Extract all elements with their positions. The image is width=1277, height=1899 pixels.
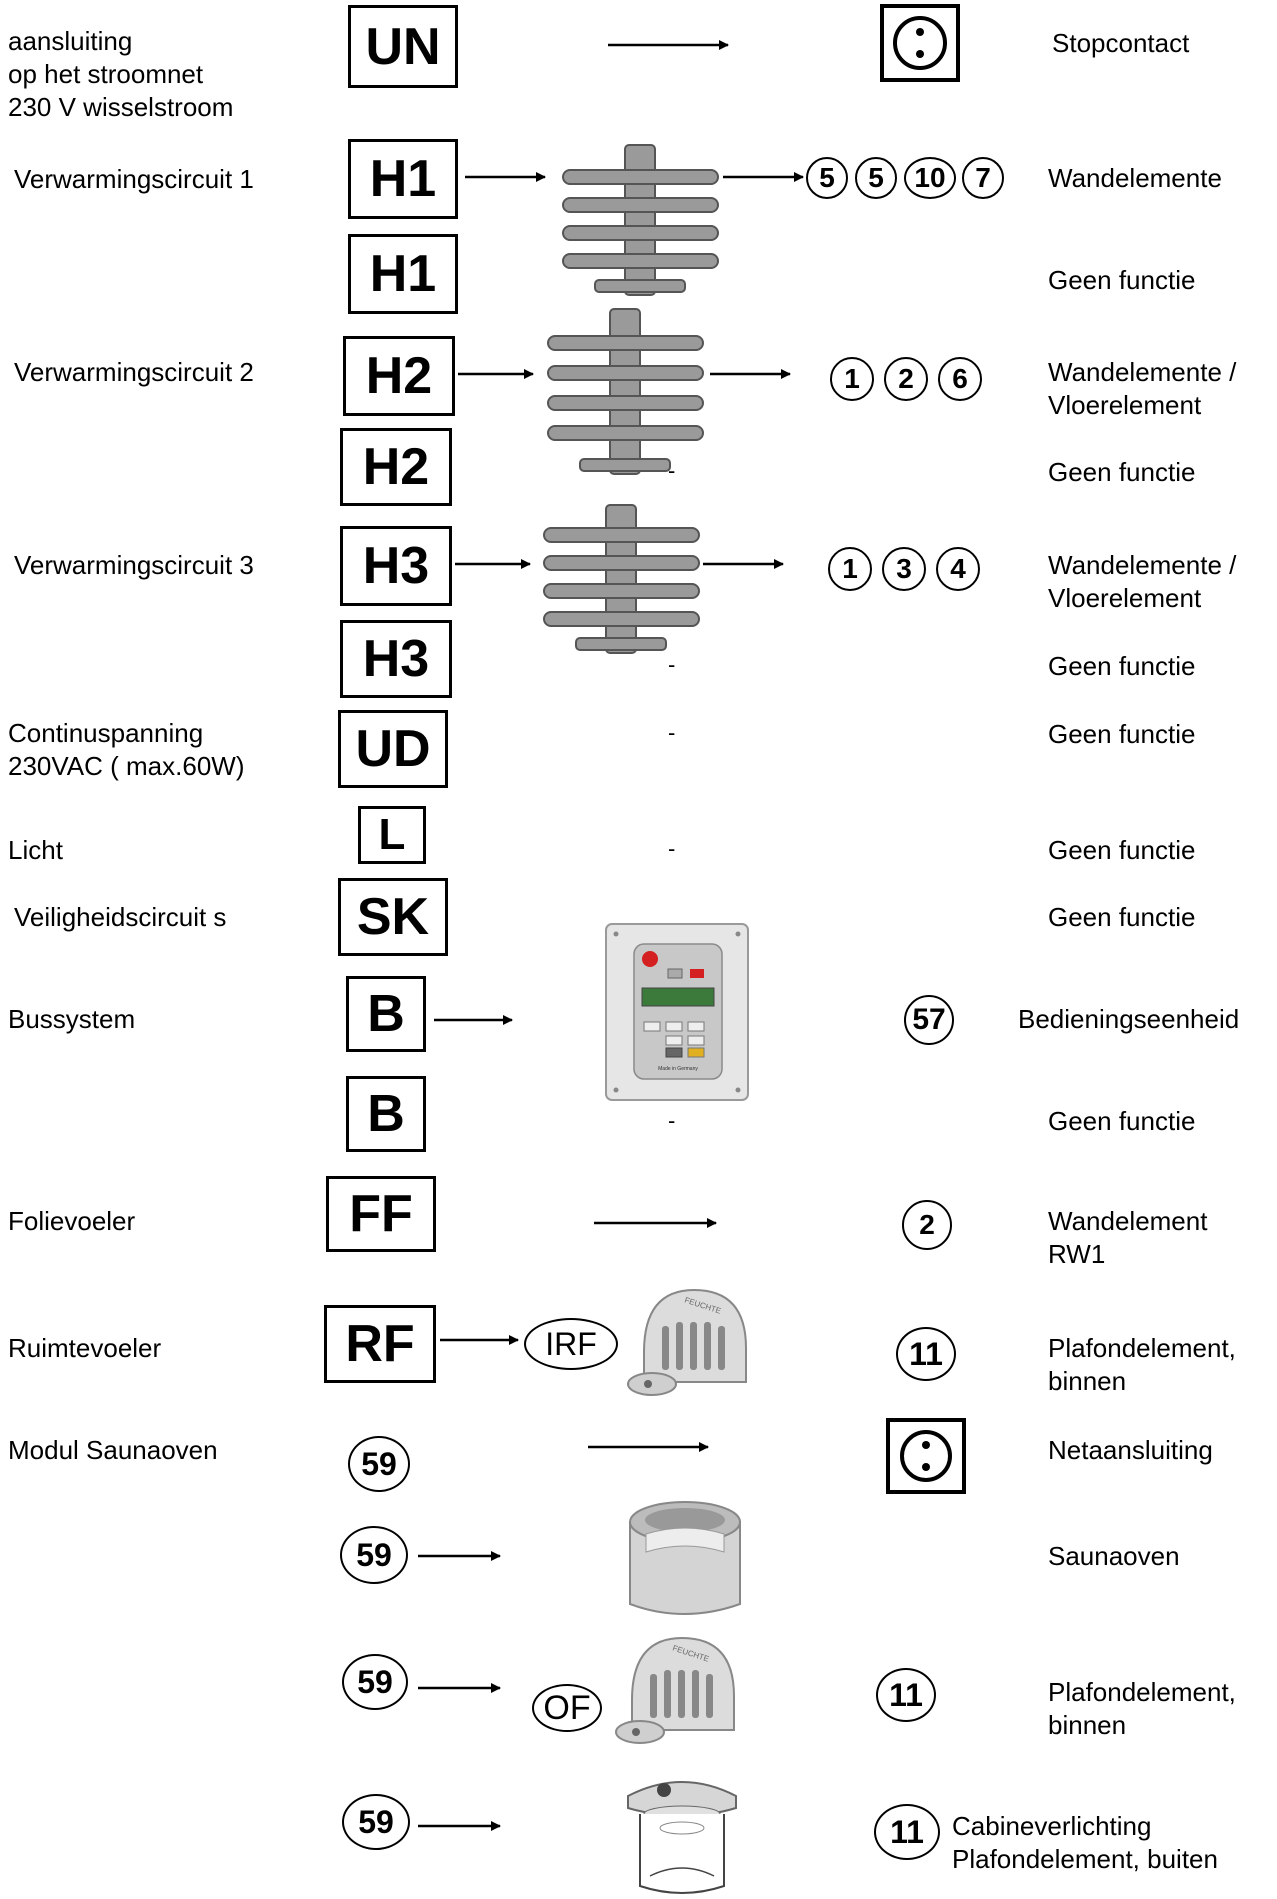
right-59-a: Netaansluiting [1048,1435,1213,1465]
circle-59-d: 11 [874,1804,940,1860]
right-b: Bedieningseenheid [1018,1004,1240,1034]
right-h1-b: Geen functie [1048,265,1196,295]
right-l: Geen functie [1048,835,1196,865]
right-59-d: Cabineverlichting Plafondelement, buiten [952,1811,1218,1874]
code-59-b: 59 [340,1526,408,1584]
sauna-oven-icon [629,1501,741,1615]
connector-block-h3 [543,504,700,654]
right-h3-b: Geen functie [1048,651,1196,681]
label-b: Bussystem [8,1004,136,1034]
oval-of: OF [532,1684,602,1732]
label-h1: Verwarmingscircuit 1 [14,164,254,194]
circle-h3-2: 3 [882,547,926,591]
circle-59-c: 11 [876,1668,936,1722]
dash-ud: - [668,720,676,745]
code-h2: H2 [343,336,455,416]
right-b-2: Geen functie [1048,1106,1196,1136]
dash-h3-b: - [668,652,676,677]
dash-b-2: - [668,1108,676,1133]
circle-h1-4: 7 [962,157,1004,199]
right-h1: Wandelemente [1048,163,1222,193]
dash-h2-b: - [668,458,676,483]
circle-h1-2: 5 [855,157,897,199]
cabin-light-icon [627,1781,737,1894]
sensor-icon-2: FEUCHTE [615,1636,735,1744]
code-ud: UD [338,710,448,788]
code-b-2: B [346,1076,426,1152]
code-un: UN [348,5,458,88]
circle-b: 57 [904,995,954,1045]
connector-block-h2 [547,308,704,475]
right-h2: Wandelemente / Vloerelement [1048,357,1237,420]
socket-icon [880,4,960,82]
circle-h2-3: 6 [938,357,982,401]
circle-rf: 11 [896,1327,956,1381]
right-59-b: Saunaoven [1048,1541,1180,1571]
code-59-a: 59 [348,1436,410,1492]
label-h2: Verwarmingscircuit 2 [14,357,254,387]
circle-h1-1: 5 [806,157,848,199]
circle-h1-3: 10 [904,157,956,199]
code-b: B [346,976,426,1052]
right-h2-b: Geen functie [1048,457,1196,487]
control-panel-icon: Made in Germany [605,923,749,1101]
panel-label: Made in Germany [658,1066,698,1072]
circle-h2-1: 1 [830,357,874,401]
label-ff: Folievoeler [8,1206,136,1236]
code-h3: H3 [340,526,452,606]
right-rf: Plafondelement, binnen [1048,1333,1236,1396]
code-59-c: 59 [342,1654,408,1710]
right-59-c: Plafondelement, binnen [1048,1677,1236,1740]
code-l: L [358,806,426,864]
circle-ff: 2 [902,1200,952,1250]
code-sk: SK [338,878,448,956]
mains-socket-icon [886,1418,966,1494]
label-sk: Veiligheidscircuit s [14,902,227,932]
code-rf: RF [324,1305,436,1383]
right-sk: Geen functie [1048,902,1196,932]
code-h1: H1 [348,139,458,219]
sensor-icon: FEUCHTE [627,1288,747,1396]
label-59: Modul Saunaoven [8,1435,218,1465]
label-ud: Continuspanning 230VAC ( max.60W) [8,718,245,781]
code-h1-b: H1 [348,234,458,314]
right-ff: Wandelement RW1 [1048,1206,1208,1269]
dash-l: - [668,836,676,861]
label-rf: Ruimtevoeler [8,1333,162,1363]
circle-h3-3: 4 [936,547,980,591]
label-l: Licht [8,835,63,865]
label-un: aansluiting op het stroomnet 230 V wisse… [8,26,234,122]
oval-irf: IRF [524,1318,618,1370]
right-ud: Geen functie [1048,719,1196,749]
code-ff: FF [326,1176,436,1252]
label-h3: Verwarmingscircuit 3 [14,550,254,580]
code-h2-b: H2 [340,428,452,506]
code-h3-b: H3 [340,620,452,698]
circle-h2-2: 2 [884,357,928,401]
circle-h3-1: 1 [828,547,872,591]
right-h3: Wandelemente / Vloerelement [1048,550,1237,613]
connector-block-h1 [562,144,719,296]
code-59-d: 59 [342,1794,410,1850]
right-un: Stopcontact [1052,28,1190,58]
